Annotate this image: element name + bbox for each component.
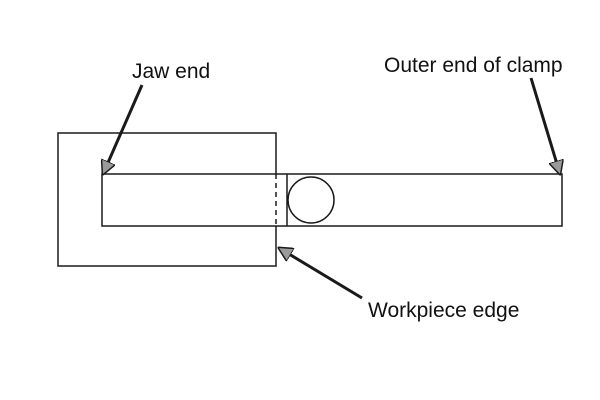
- outer-end-arrow: [529, 77, 560, 174]
- jaw-end-label: Jaw end: [132, 60, 210, 83]
- jaw-end-arrow: [103, 84, 144, 174]
- workpiece-edge-arrow: [279, 248, 363, 300]
- clamp-pivot-circle: [287, 176, 335, 224]
- workpiece-edge-label: Workpiece edge: [368, 299, 519, 322]
- clamp-bar: [101, 173, 563, 227]
- outer-end-label: Outer end of clamp: [384, 54, 563, 77]
